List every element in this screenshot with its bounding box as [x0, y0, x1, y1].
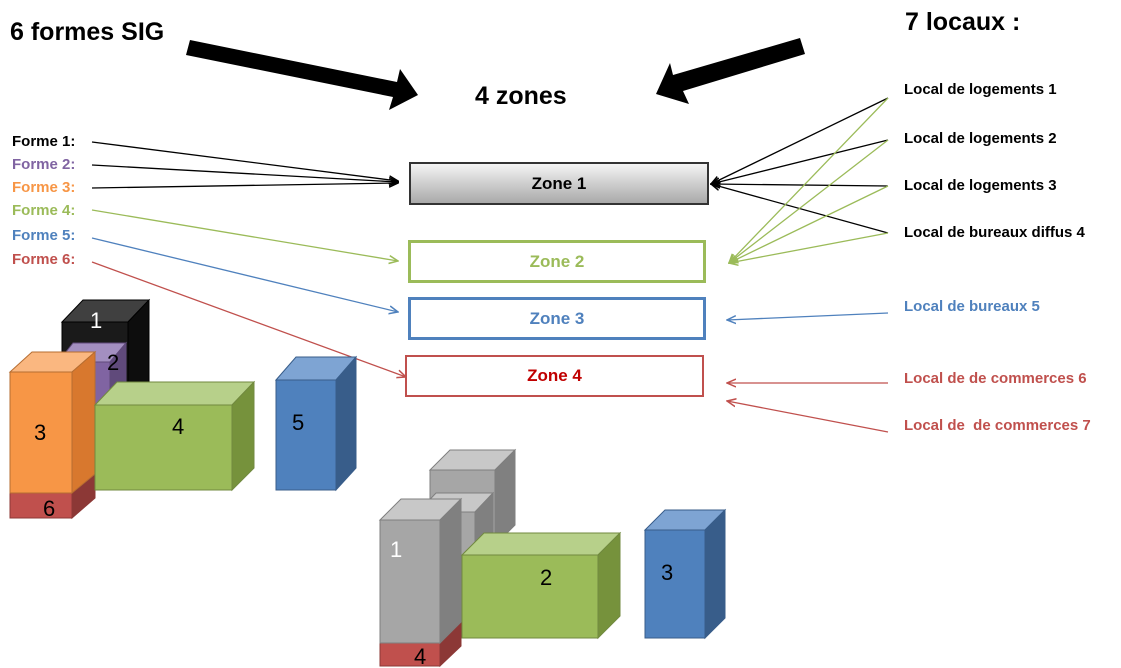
- arrow-local2-zone2: [729, 139, 889, 263]
- arrow-local7-zone4: [727, 401, 889, 433]
- arrow-forme3-zone1: [91, 183, 398, 189]
- forme-label-1: Forme 1:: [12, 133, 76, 150]
- title-locaux: 7 locaux :: [905, 8, 1021, 36]
- arrow-local5-zone3: [727, 312, 889, 320]
- shape-g2-label-1: 1: [390, 537, 402, 562]
- shape-label-4: 4: [172, 414, 184, 439]
- forme-label-4: Forme 4:: [12, 202, 76, 219]
- zone-2-label: Zone 2: [529, 251, 585, 271]
- shape-box-g2-1: [378, 497, 463, 645]
- shape-g2-label-2: 2: [540, 565, 552, 590]
- local-label-4: Local de bureaux diffus 4: [904, 224, 1085, 241]
- zone-3-box: Zone 3: [408, 297, 706, 340]
- shape-label-5: 5: [292, 410, 304, 435]
- shape-box-3: [8, 350, 97, 495]
- big-arrow-right: [656, 38, 805, 104]
- local-label-6: Local de de commerces 6: [904, 370, 1087, 387]
- shape-box-4: [93, 380, 256, 492]
- local-label-1: Local de logements 1: [904, 81, 1057, 98]
- zone-3-label: Zone 3: [529, 308, 585, 328]
- shape-g2-label-3: 3: [661, 560, 673, 585]
- arrow-local3-zone2: [729, 185, 889, 263]
- arrow-forme1-zone1: [91, 141, 398, 181]
- forme-label-2: Forme 2:: [12, 156, 76, 173]
- shape-box-6: [9, 472, 96, 520]
- shape-g2-label-4: 4: [414, 644, 426, 668]
- shape-label-6: 6: [43, 496, 55, 521]
- title-zones: 4 zones: [475, 82, 567, 110]
- local-label-3: Local de logements 3: [904, 177, 1057, 194]
- local-label-2: Local de logements 2: [904, 130, 1057, 147]
- zone-4-label: Zone 4: [527, 366, 582, 385]
- shape-label-1: 1: [90, 308, 102, 333]
- arrow-local1-zone2: [729, 97, 889, 263]
- shape-box-5: [274, 355, 358, 492]
- local-label-7: Local de de commerces 7: [904, 417, 1091, 434]
- arrow-local3-zone1: [711, 184, 889, 186]
- shape-box-g2-4: [379, 620, 462, 668]
- zone-2-box: Zone 2: [408, 240, 706, 283]
- forme-label-5: Forme 5:: [12, 227, 76, 244]
- zone-1-label: Zone 1: [531, 173, 587, 193]
- big-arrow-left: [186, 40, 418, 110]
- shape-label-2: 2: [107, 350, 119, 375]
- local-label-5: Local de bureaux 5: [904, 298, 1040, 315]
- forme-label-6: Forme 6:: [12, 251, 76, 268]
- title-formes-sig: 6 formes SIG: [10, 18, 165, 46]
- arrow-forme2-zone1: [91, 164, 398, 182]
- shape-label-3: 3: [34, 420, 46, 445]
- zone-4-box: Zone 4: [405, 355, 704, 397]
- arrow-local4-zone2: [729, 232, 889, 263]
- shape-box-g2-3: [643, 508, 727, 640]
- arrow-local1-zone1: [711, 97, 889, 184]
- forme-label-3: Forme 3:: [12, 179, 76, 196]
- arrow-forme4-zone2: [91, 209, 398, 261]
- arrow-forme5-zone3: [91, 237, 398, 312]
- arrow-local2-zone1: [711, 139, 889, 184]
- shape-box-g2-2: [460, 531, 622, 640]
- zone-1-box: Zone 1: [409, 162, 709, 205]
